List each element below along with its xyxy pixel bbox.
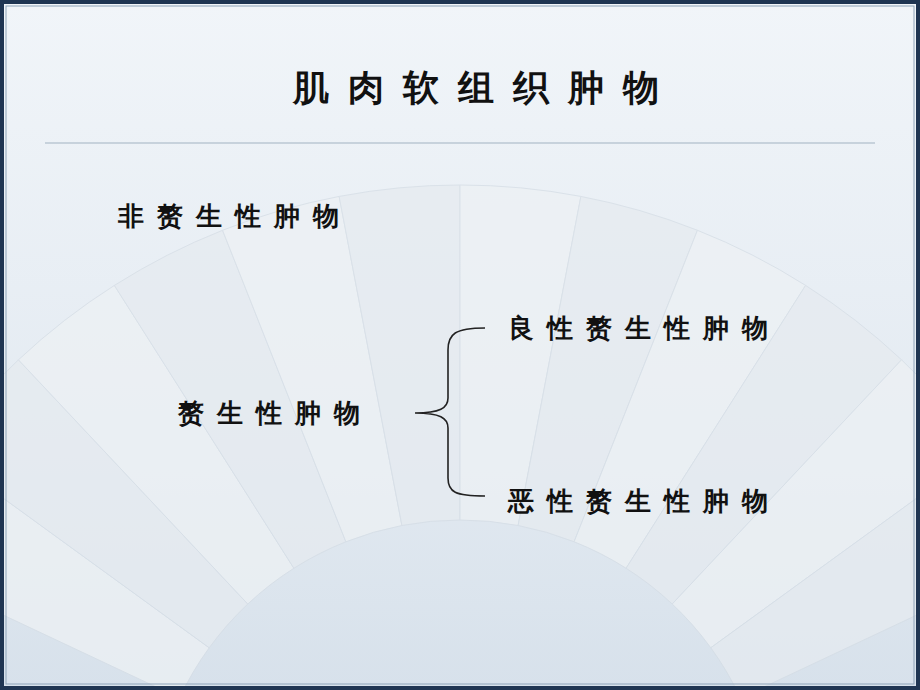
fan-panel	[711, 451, 920, 690]
slide-inner-border	[6, 6, 914, 684]
title-rule	[45, 142, 875, 144]
fan-panel	[339, 185, 460, 525]
slide-title: 肌肉软组织肿物	[293, 70, 678, 106]
brace	[415, 328, 485, 496]
category-label: 良性赘生性肿物	[508, 315, 781, 341]
category-label: 赘生性肿物	[178, 400, 373, 426]
category-label: 恶性赘生性肿物	[508, 488, 781, 514]
fan-painting	[0, 185, 920, 690]
category-label: 非赘生性肿物	[118, 203, 352, 229]
